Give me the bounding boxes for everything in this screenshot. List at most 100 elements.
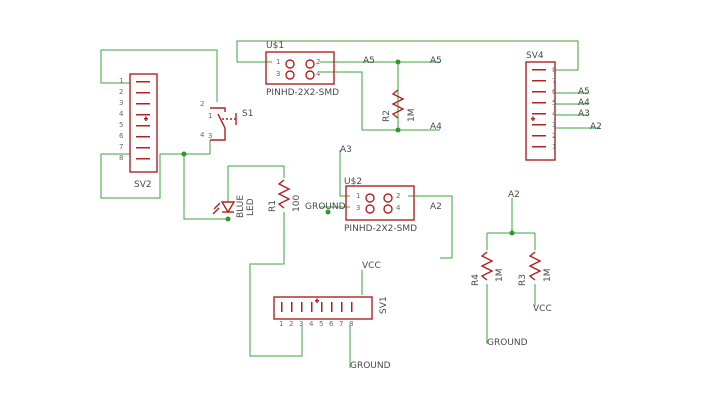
s1-pin-label: 4	[200, 131, 205, 139]
net-label-vcc: VCC	[362, 261, 381, 271]
connector-sv1[interactable]: 1 2 3 4 5 6 7 8 SV1	[273, 296, 389, 328]
sv4-pin-label: 5	[552, 99, 556, 107]
sv4-pin-label: 3	[552, 121, 556, 129]
u2-name: U$2	[344, 177, 362, 187]
sv4-pin-marks	[531, 69, 546, 148]
junction-dot[interactable]	[395, 59, 401, 65]
junctions	[181, 59, 515, 236]
net-label-a3: A3	[578, 109, 590, 119]
sv4-pin-label: 4	[552, 110, 557, 118]
u2-pad	[383, 204, 393, 214]
wire-u2-right[interactable]	[408, 195, 453, 259]
sv1-name: SV1	[379, 296, 389, 314]
junction-dot[interactable]	[509, 230, 515, 236]
led-ray	[212, 207, 220, 215]
junction-dot[interactable]	[181, 151, 187, 157]
sv1-pin-label: 8	[349, 320, 353, 328]
led-blue[interactable]: BLUE LED	[212, 195, 256, 218]
header-u2[interactable]: U$2 PINHD-2X2-SMD 1 3 2 4	[344, 177, 417, 234]
r4-zigzag	[480, 251, 494, 281]
u2-pin-label: 3	[356, 204, 360, 212]
sv2-pin-label: 8	[119, 154, 123, 162]
net-label-a2: A2	[430, 202, 442, 212]
header-u1[interactable]: U$1 PINHD-2X2-SMD 1 3 2 4	[265, 41, 339, 98]
u1-pin-label: 4	[316, 70, 321, 78]
u1-value: PINHD-2X2-SMD	[266, 88, 339, 98]
connector-sv4[interactable]: SV4 8 7 6 5 4 3 2 1	[525, 51, 557, 161]
resistor-r1[interactable]: R1 100	[268, 179, 302, 212]
net-label-a4: A4	[430, 122, 442, 132]
sv2-name: SV2	[134, 180, 152, 190]
led-ray	[213, 202, 221, 210]
u1-name: U$1	[266, 41, 284, 51]
sv1-pin-label: 6	[329, 320, 334, 328]
sv1-pin-label: 1	[279, 320, 283, 328]
sv4-pin-label: 1	[552, 143, 556, 151]
u2-pad	[365, 204, 375, 214]
sv1-body	[273, 296, 373, 320]
switch-s1[interactable]: S1 2 1 4 3	[200, 100, 253, 141]
r2-name: R2	[382, 110, 392, 122]
sv4-pin-label: 8	[552, 66, 556, 74]
sv1-pin-marks	[281, 298, 353, 312]
u1-pin-label: 3	[276, 70, 280, 78]
wire-switch-led[interactable]	[183, 154, 228, 220]
r3-name: R3	[518, 274, 528, 286]
u2-value: PINHD-2X2-SMD	[344, 224, 417, 234]
junction-dot[interactable]	[395, 127, 401, 133]
wire-a3-u2[interactable]	[339, 150, 350, 197]
junction-dot[interactable]	[325, 209, 331, 215]
led-triangle	[220, 201, 236, 214]
wire-sv2-top[interactable]	[100, 49, 218, 102]
net-label-a5: A5	[578, 87, 590, 97]
sv2-pin-label: 6	[119, 132, 124, 140]
u2-body	[345, 185, 415, 221]
resistor-r2[interactable]: R2 1M	[382, 89, 417, 122]
u1-pad	[305, 70, 315, 80]
wire-u1-a4[interactable]	[320, 71, 440, 131]
sv1-pin-label: 7	[339, 320, 343, 328]
u2-pin-label: 2	[396, 192, 400, 200]
r1-name: R1	[268, 200, 278, 212]
wire-r1-sv1[interactable]	[249, 212, 303, 357]
net-label-a3: A3	[340, 145, 352, 155]
net-label-vcc: VCC	[533, 304, 552, 314]
wires	[100, 40, 600, 368]
sv4-pins: 8 7 6 5 4 3 2 1	[552, 66, 557, 151]
sv1-pin-label: 5	[319, 320, 323, 328]
resistor-r3[interactable]: R3 1M	[518, 251, 553, 286]
u2-pad	[383, 193, 393, 203]
net-label-ground: GROUND	[350, 361, 391, 371]
r3-value: 1M	[543, 269, 553, 283]
r1-value: 100	[292, 195, 302, 212]
sv4-pin-label: 6	[552, 88, 557, 96]
sv2-pin-label: 3	[119, 99, 123, 107]
u1-pin-label: 1	[276, 58, 280, 66]
sv2-pins: 1 2 3 4 5 6 7 8	[119, 77, 124, 162]
s1-contact	[210, 128, 226, 141]
wire-top-bus[interactable]	[236, 40, 579, 71]
sv2-pin-label: 4	[119, 110, 124, 118]
junction-dot[interactable]	[225, 216, 231, 222]
sv1-pins: 1 2 3 4 5 6 7 8	[279, 320, 353, 328]
net-label-a5: A5	[430, 56, 442, 66]
r4-value: 1M	[495, 269, 505, 283]
net-label-ground: GROUND	[305, 202, 346, 212]
u1-body	[265, 51, 335, 85]
sv2-body	[129, 73, 158, 173]
wire-sv2-bottom[interactable]	[100, 140, 211, 199]
net-label-a2: A2	[590, 122, 602, 132]
led-value: LED	[246, 198, 256, 216]
s1-pin-label: 3	[208, 132, 212, 140]
sv4-name: SV4	[526, 51, 544, 61]
wire-led-r1[interactable]	[227, 165, 285, 202]
sv1-pin-label: 2	[289, 320, 293, 328]
resistor-r4[interactable]: R4 1M	[471, 251, 505, 286]
net-label-ground: GROUND	[487, 338, 528, 348]
r2-zigzag	[391, 89, 405, 119]
net-label-a2: A2	[508, 190, 520, 200]
s1-name: S1	[242, 109, 253, 119]
sv4-pin-label: 7	[552, 77, 556, 85]
connector-sv2[interactable]: SV2 1 2 3 4 5 6 7 8	[119, 73, 158, 190]
